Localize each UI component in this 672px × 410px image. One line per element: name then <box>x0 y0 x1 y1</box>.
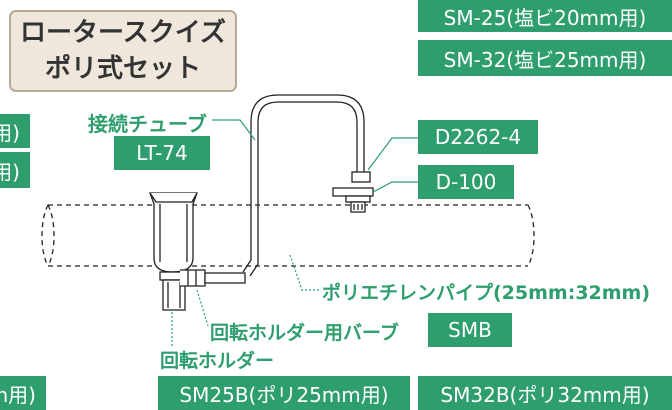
sm32-box: SM-32(塩ビ25mm用) <box>418 40 672 76</box>
sm25b-box: SM25B(ポリ25mm用) <box>158 376 410 410</box>
leader-lines <box>212 119 418 193</box>
dotted-leaders <box>171 254 320 346</box>
partial-box-3: m用) <box>0 376 46 410</box>
smb-box: SMB <box>428 313 512 347</box>
sm25-box: SM-25(塩ビ20mm用) <box>418 0 672 32</box>
d100-box: D-100 <box>418 165 514 199</box>
tube-label: 接続チューブ <box>88 112 207 136</box>
d2262-box: D2262-4 <box>418 120 538 154</box>
lt74-box: LT-74 <box>114 136 210 170</box>
d100-fitting <box>332 171 374 213</box>
partial-box-2: 用) <box>0 152 30 188</box>
set-title-line1: ロータースクイズ <box>20 18 226 48</box>
set-title-box: ロータースクイズ ポリ式セット <box>9 10 237 92</box>
connection-tube <box>242 94 365 277</box>
barb-label: 回転ホルダー用バーブ <box>210 322 399 344</box>
rotating-holder <box>149 192 246 311</box>
partial-box-1: 用) <box>0 114 30 148</box>
set-title-line2: ポリ式セット <box>44 54 201 84</box>
sm32b-box: SM32B(ポリ32mm用) <box>418 376 672 410</box>
holder-label: 回転ホルダー <box>160 350 275 372</box>
poly-pipe <box>41 204 535 267</box>
pipe-label: ポリエチレンパイプ(25mm:32mm) <box>322 282 651 304</box>
